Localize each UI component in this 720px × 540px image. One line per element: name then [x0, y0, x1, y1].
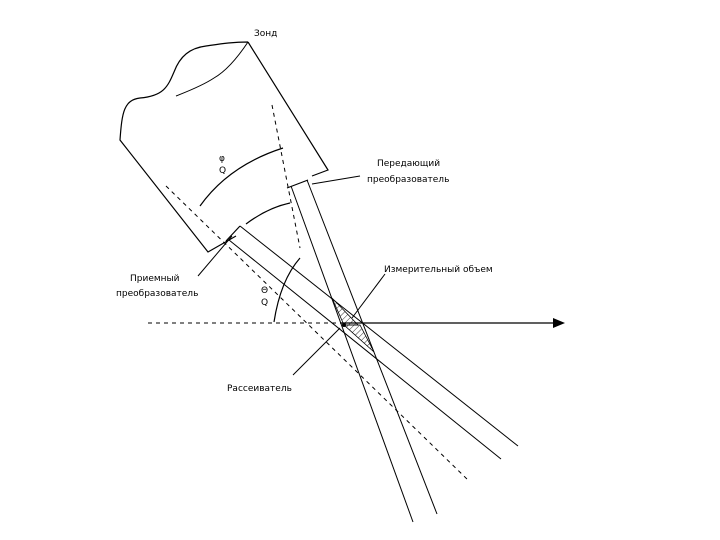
receiver-axis-dashed	[165, 185, 469, 481]
receiver-angle-arc	[245, 202, 291, 225]
probe-body	[119, 41, 329, 253]
receiver-beam-upper	[239, 225, 519, 447]
transmitter-label-line2: преобразователь	[367, 175, 449, 185]
theta-symbol: Θ	[261, 286, 268, 296]
transmitter-beam-left	[290, 185, 414, 523]
measuring-volume-lower	[342, 324, 375, 353]
receiver-face	[225, 225, 241, 242]
measuring-volume-label: Измерительный объем	[384, 265, 493, 275]
probe-axis-dashed	[271, 104, 301, 249]
transmitter-beam-right	[306, 179, 438, 515]
receiver-label-line1: Приемный	[130, 274, 180, 284]
probe-top-curve	[175, 41, 249, 97]
probe-label: Зонд	[254, 29, 277, 39]
measuring-volume-leader	[351, 273, 386, 319]
flow-arrowhead	[553, 318, 565, 328]
transmitter-leader	[311, 175, 361, 185]
scatterer-leader	[292, 327, 341, 376]
phi-symbol: φ	[219, 154, 225, 164]
phi-angle-arc	[199, 147, 284, 207]
receiver-label-line2: преобразователь	[116, 289, 198, 299]
scatterer-label: Рассеиватель	[227, 384, 292, 394]
receiver-beam-lower	[228, 239, 502, 460]
transmitter-label-line1: Передающий	[377, 159, 440, 169]
theta-angle-arc	[273, 257, 301, 323]
receiver-leader	[197, 235, 233, 277]
phi-q-label: Q	[219, 166, 226, 176]
scatter-point	[342, 323, 346, 327]
transmitter-face	[286, 179, 309, 189]
theta-q-label: Q	[261, 298, 268, 308]
